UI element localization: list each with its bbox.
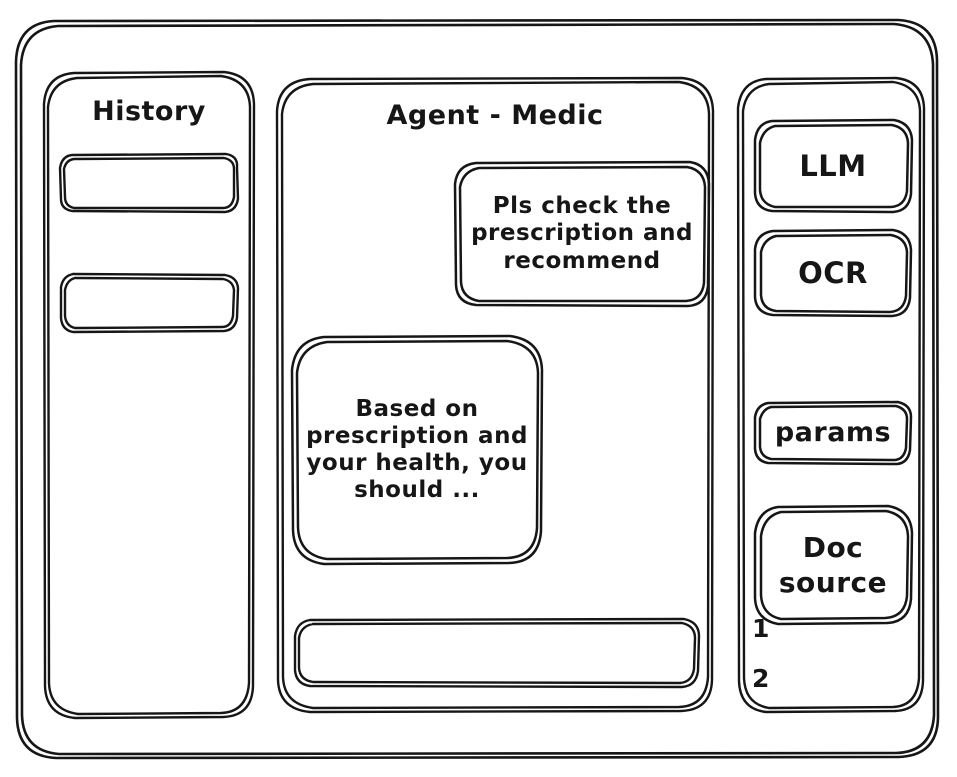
history-list-item[interactable] xyxy=(58,272,240,334)
doc-source-entry[interactable]: 1 xyxy=(752,614,770,643)
doc-source-entry[interactable]: 2 xyxy=(752,664,770,693)
conversation-title: Agent - Medic xyxy=(386,100,604,131)
message-input[interactable] xyxy=(292,617,702,689)
tool-button-llm[interactable]: LLM xyxy=(752,118,914,214)
history-list-item[interactable] xyxy=(58,152,240,214)
message-bubble-user: Pls check the prescription and recommend xyxy=(452,160,712,308)
tool-button-doc-source[interactable]: Doc source xyxy=(752,504,914,626)
message-input-placeholder xyxy=(292,617,702,689)
tool-button-ocr-label: OCR xyxy=(798,255,868,290)
history-list-item-label xyxy=(58,272,240,334)
tool-button-params-label: params xyxy=(774,417,892,449)
history-list-item-label xyxy=(58,152,240,214)
tool-button-llm-label: LLM xyxy=(799,148,867,183)
tool-button-doc-source-label: Doc source xyxy=(778,531,888,599)
message-bubble-agent: Based on prescription and your health, y… xyxy=(288,334,546,566)
message-text-agent: Based on prescription and your health, y… xyxy=(306,395,528,504)
history-panel-title: History xyxy=(92,96,206,127)
message-text-user: Pls check the prescription and recommend xyxy=(471,193,693,274)
tool-button-params[interactable]: params xyxy=(752,400,914,466)
tool-button-ocr[interactable]: OCR xyxy=(752,228,914,318)
